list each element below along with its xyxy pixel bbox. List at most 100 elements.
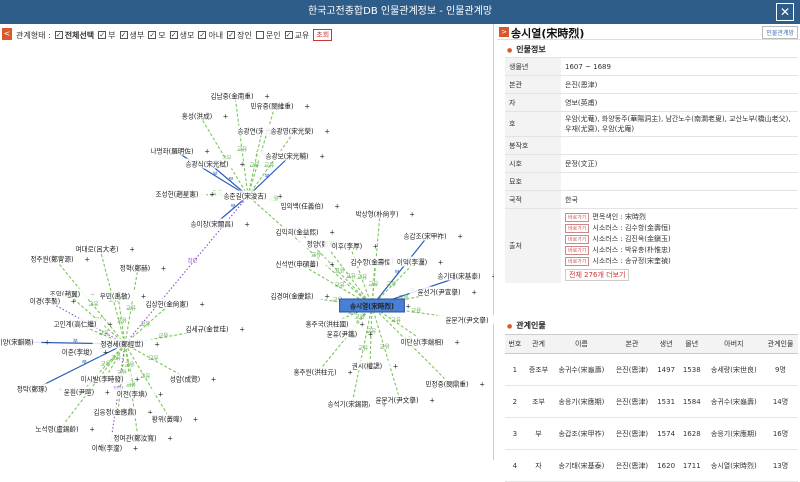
- graph-node-label[interactable]: 김수항(金壽恒): [350, 258, 393, 267]
- relation-network-button[interactable]: 인물관계망: [762, 26, 798, 39]
- graph-node-label[interactable]: 정여관(鄭汝寬): [113, 434, 156, 443]
- expand-node-icon[interactable]: +: [147, 409, 153, 417]
- relationship-graph[interactable]: 교유교유교유교유교유부부부교유부교유장인교유교유부교유교유교유교유교유교유부교유…: [0, 54, 494, 460]
- expand-node-icon[interactable]: +: [107, 321, 113, 329]
- graph-node-label[interactable]: 우민(禹敏): [100, 292, 130, 301]
- expand-node-icon[interactable]: +: [329, 261, 335, 269]
- graph-node[interactable]: 송광식(宋光栻)+: [177, 158, 245, 169]
- filter-checkbox[interactable]: ✓부: [98, 30, 116, 41]
- expand-node-icon[interactable]: +: [304, 103, 310, 111]
- expand-node-icon[interactable]: +: [84, 256, 90, 264]
- expand-node-icon[interactable]: +: [324, 293, 330, 301]
- expand-node-icon[interactable]: +: [264, 93, 270, 101]
- graph-node-label[interactable]: 이시발(李時發): [80, 375, 123, 384]
- graph-node-label[interactable]: 송광연(宋光然): [237, 127, 280, 136]
- graph-node-label[interactable]: 윤문거(尹文擧): [375, 396, 418, 405]
- graph-node[interactable]: 박상형(朴尙亨)+: [347, 208, 415, 219]
- expand-node-icon[interactable]: +: [44, 339, 50, 347]
- expand-node-icon[interactable]: +: [409, 211, 415, 219]
- expand-node-icon[interactable]: +: [471, 289, 477, 297]
- graph-node-label[interactable]: 권시(權諰): [352, 362, 382, 371]
- table-cell[interactable]: 송기태(宋基泰): [552, 449, 611, 482]
- filter-checkbox[interactable]: ✓아내: [198, 30, 223, 41]
- expand-node-icon[interactable]: +: [103, 349, 109, 357]
- graph-node[interactable]: 조성헌(趙星憲) +: [147, 188, 215, 199]
- close-button[interactable]: ✕: [776, 3, 794, 21]
- graph-node[interactable]: 정혁(鄭赫)+: [112, 262, 166, 273]
- graph-node[interactable]: 나명좌(羅明佐)+: [142, 145, 210, 156]
- expand-node-icon[interactable]: +: [373, 243, 379, 251]
- graph-node-label[interactable]: 이익(李瀷): [397, 258, 427, 267]
- table-cell[interactable]: 송귀수(宋龜壽): [552, 353, 611, 386]
- graph-node-label[interactable]: 윤훤(尹暄): [64, 388, 94, 397]
- expand-node-icon[interactable]: +: [347, 369, 353, 377]
- graph-node[interactable]: 권시(權諰) +: [344, 360, 399, 371]
- graph-node[interactable]: 김익희(金益熙)+: [267, 226, 335, 237]
- checkbox-box[interactable]: [255, 31, 264, 39]
- graph-node-label[interactable]: 송준길(宋浚吉): [223, 192, 266, 201]
- graph-node-label[interactable]: 민정중(閔鼎重): [425, 380, 468, 389]
- graph-node-label[interactable]: 김경여(金慶餘): [270, 292, 313, 301]
- expand-node-icon[interactable]: +: [438, 259, 444, 267]
- graph-node[interactable]: 윤휴(尹鑴)+: [319, 328, 373, 339]
- expand-node-icon[interactable]: +: [223, 113, 229, 121]
- graph-node[interactable]: 홍주국(洪柱國)+: [297, 318, 365, 329]
- graph-node-label[interactable]: 송광식(宋光栻): [185, 160, 228, 169]
- graph-node-label[interactable]: 신석번(申碩蕃): [275, 260, 318, 269]
- graph-node-label[interactable]: 성람(成覽): [170, 375, 200, 384]
- expand-node-icon[interactable]: +: [133, 445, 139, 453]
- graph-node-label[interactable]: 김남중(金南重): [210, 92, 253, 101]
- expand-node-icon[interactable]: +: [405, 303, 411, 311]
- checkbox-box[interactable]: ✓: [284, 31, 293, 39]
- expand-node-icon[interactable]: +: [193, 416, 199, 424]
- graph-node[interactable]: 윤문거(尹文擧)+: [437, 314, 494, 325]
- checkbox-box[interactable]: ✓: [119, 31, 128, 39]
- graph-node-label[interactable]: 여대로(呂大老): [75, 245, 118, 254]
- filter-checkbox[interactable]: ✓생모: [169, 30, 194, 41]
- graph-node[interactable]: 김상헌(金尙憲)+: [137, 298, 205, 309]
- graph-node[interactable]: 노석령(盧錫齡) +: [27, 423, 95, 434]
- expand-node-icon[interactable]: +: [167, 435, 173, 443]
- graph-node-label[interactable]: 조성헌(趙星憲): [155, 190, 198, 199]
- expand-node-icon[interactable]: +: [457, 233, 463, 241]
- checkbox-box[interactable]: ✓: [227, 31, 236, 39]
- expand-node-icon[interactable]: +: [393, 363, 399, 371]
- graph-node-label[interactable]: 홍주원(洪柱元): [293, 368, 336, 377]
- table-cell[interactable]: 송갑조(宋甲祚): [552, 417, 611, 450]
- expand-node-icon[interactable]: +: [319, 153, 325, 161]
- graph-node-label[interactable]: 송석기(宋錫期): [327, 400, 370, 409]
- graph-node-label[interactable]: 송광영(宋光榮): [270, 127, 313, 136]
- expand-node-icon[interactable]: +: [154, 341, 160, 349]
- show-more-button[interactable]: 전체 276개 더보기: [565, 269, 630, 281]
- checkbox-box[interactable]: ✓: [98, 31, 107, 39]
- graph-node-label[interactable]: 이후(李厚): [332, 242, 362, 251]
- expand-node-icon[interactable]: +: [105, 389, 111, 397]
- graph-node-label[interactable]: 노석령(盧錫齡): [35, 425, 78, 434]
- expand-node-icon[interactable]: +: [277, 193, 283, 201]
- graph-node-label[interactable]: 고인계(高仁繼): [53, 320, 96, 329]
- graph-node-label[interactable]: 윤휴(尹鑴): [327, 330, 357, 339]
- goto-source-button[interactable]: 바로가기: [565, 256, 590, 266]
- graph-node-label[interactable]: 윤선거(尹宣擧): [417, 288, 460, 297]
- graph-node-label[interactable]: 민유중(閔維重): [250, 102, 293, 111]
- goto-source-button[interactable]: 바로가기: [565, 234, 590, 244]
- collapse-left-button[interactable]: <: [2, 28, 12, 40]
- graph-node[interactable]: 민유중(閔維重) +: [242, 100, 310, 111]
- expand-node-icon[interactable]: +: [204, 148, 210, 156]
- checkbox-box[interactable]: ✓: [148, 31, 157, 39]
- checkbox-box[interactable]: ✓: [54, 31, 63, 39]
- expand-node-icon[interactable]: +: [89, 426, 95, 434]
- graph-node-label[interactable]: 윤문거(尹文擧): [445, 316, 488, 325]
- filter-checkbox[interactable]: ✓모: [148, 30, 166, 41]
- graph-node[interactable]: 송이창(宋爾昌)+: [182, 218, 250, 229]
- checkbox-box[interactable]: ✓: [169, 31, 178, 39]
- graph-node-label[interactable]: 송기태(宋基泰): [437, 272, 480, 281]
- center-node-box[interactable]: [339, 298, 405, 313]
- graph-node-label[interactable]: 송시열(宋時烈): [350, 302, 394, 311]
- graph-node[interactable]: 김경여(金慶餘) +: [262, 290, 330, 301]
- graph-node[interactable]: 정주원(鄭冑源)+: [22, 253, 90, 264]
- graph-node[interactable]: 김응정(金應鼎)+: [85, 406, 153, 417]
- expand-node-icon[interactable]: +: [209, 191, 215, 199]
